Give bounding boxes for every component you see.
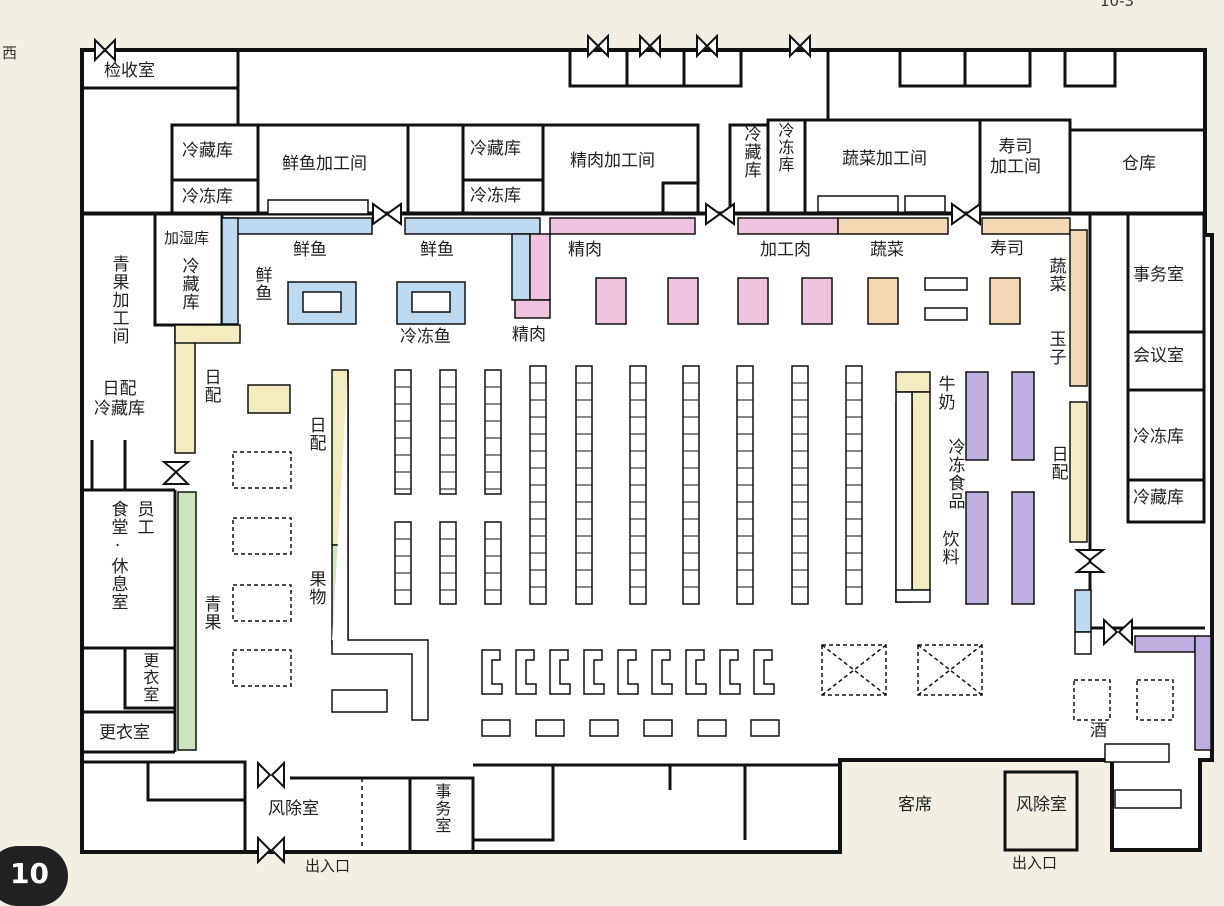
room-locker-small: 更衣室: [140, 652, 160, 703]
section-sushi: 寿司: [990, 239, 1024, 259]
checkout-counter: [651, 649, 673, 695]
section-milk: 牛奶: [934, 375, 955, 411]
section-liquor: 酒: [1090, 721, 1107, 741]
section-daily-1: 日配: [200, 368, 221, 404]
room-windbreak-2: 风除室: [1016, 795, 1067, 815]
room-meat-processing: 精肉加工间: [570, 151, 655, 171]
checkout-counter: [515, 649, 537, 695]
room-warehouse: 仓库: [1122, 154, 1156, 174]
fixtures: [267, 195, 1182, 809]
fish-counter-inserts: [302, 291, 451, 313]
room-cold-storage-3: 冷藏库: [740, 125, 761, 179]
section-fish-1: 鲜鱼: [293, 240, 327, 260]
cart-stations: [481, 719, 780, 737]
gondola-shelf: [394, 521, 412, 605]
checkout-counter: [685, 649, 707, 695]
gondola-shelf: [439, 521, 457, 605]
gondola-shelf: [484, 369, 502, 495]
room-cold-storage-5: 冷藏库: [1133, 488, 1184, 508]
interior-walls: [80, 48, 1206, 852]
section-meat-1: 精肉: [568, 240, 602, 260]
section-frozen-fish: 冷冻鱼: [400, 327, 451, 347]
doors: [94, 33, 1133, 865]
section-vegetables-1: 蔬菜: [870, 240, 904, 260]
entrance-1: 出入口: [305, 857, 351, 875]
page-number-badge: 10: [0, 846, 68, 906]
checkout-counter: [719, 649, 741, 695]
checkout-counter: [583, 649, 605, 695]
room-inspection: 检收室: [104, 61, 155, 81]
section-meat-2: 精肉: [512, 325, 546, 345]
section-fruit-goods: 果物: [305, 570, 326, 606]
room-freezer-3: 冷冻库: [775, 122, 795, 173]
checkout-counter: [549, 649, 571, 695]
checkout-counter: [753, 649, 775, 695]
room-freezer-1: 冷冻库: [182, 187, 233, 207]
cart-station: [589, 719, 619, 737]
room-office-1: 事务室: [1133, 265, 1184, 285]
cart-station: [643, 719, 673, 737]
room-meeting: 会议室: [1133, 346, 1184, 366]
section-produce: 青果: [200, 595, 221, 631]
gondola-shelf: [394, 369, 412, 495]
room-canteen-staff: 员工: [133, 500, 154, 536]
cart-station: [750, 719, 780, 737]
room-fish-processing: 鲜鱼加工间: [282, 154, 367, 174]
cart-station: [535, 719, 565, 737]
room-canteen: 食堂·休息室: [107, 500, 128, 611]
room-windbreak-1: 风除室: [268, 799, 319, 819]
section-processed-meat: 加工肉: [760, 240, 811, 260]
cart-station: [697, 719, 727, 737]
room-sushi-processing: 寿司 加工间: [990, 137, 1041, 177]
misc-white-fixtures: [924, 277, 1092, 655]
daily-counters: [174, 324, 1088, 591]
room-cold-storage-1: 冷藏库: [182, 141, 233, 161]
section-vegetables-2: 蔬菜: [1045, 257, 1066, 293]
section-drinks: 饮料: [938, 530, 959, 566]
room-seating: 客席: [898, 795, 932, 815]
section-frozen-food: 冷冻食品: [944, 438, 965, 510]
room-fruit-processing: 青果加工间: [108, 255, 129, 345]
section-daily-2: 日配: [305, 416, 326, 452]
section-eggs: 玉子: [1045, 330, 1066, 366]
cart-station: [481, 719, 511, 737]
floor-plan: [80, 33, 1214, 865]
section-daily-3: 日配: [1047, 445, 1068, 481]
gondola-shelf: [484, 521, 502, 605]
room-cold-storage-2: 冷藏库: [470, 139, 521, 159]
room-locker: 更衣室: [99, 723, 150, 743]
section-fish-2: 鲜鱼: [420, 240, 454, 260]
frozen-cases: [965, 371, 1212, 751]
room-office-2: 事务室: [432, 783, 452, 834]
room-veg-processing: 蔬菜加工间: [842, 149, 927, 169]
room-humidify: 加湿库: [164, 229, 210, 247]
vegetable-counters: [837, 217, 1088, 387]
display-tables: [232, 451, 1174, 721]
checkout-counter: [481, 649, 503, 695]
room-cold-storage-4: 冷藏库: [178, 257, 199, 311]
page-ref: 10-3: [1100, 0, 1135, 10]
checkout-counter: [617, 649, 639, 695]
gondola-shelf: [439, 369, 457, 495]
room-daily-cold: 日配 冷藏库: [94, 379, 145, 419]
room-freezer-2: 冷冻库: [470, 186, 521, 206]
checkout-lanes: [481, 649, 775, 695]
entrance-2: 出入口: [1012, 854, 1058, 872]
room-freezer-4: 冷冻库: [1133, 427, 1184, 447]
corner-char: 西: [2, 44, 18, 62]
section-fish-3: 鲜鱼: [251, 266, 272, 302]
